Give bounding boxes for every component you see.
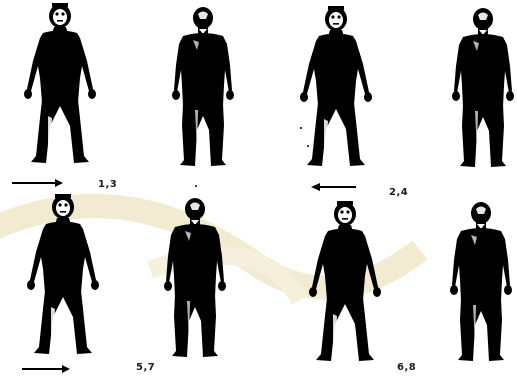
label-6-8: 6,8 xyxy=(397,362,416,373)
arrow-right-icon xyxy=(12,179,63,187)
figure-back-1 xyxy=(172,7,234,166)
arrow-left-icon xyxy=(311,183,356,191)
label-2-4: 2,4 xyxy=(389,187,408,198)
figure-front-1 xyxy=(24,3,96,163)
label-1-3: 1,3 xyxy=(98,179,117,190)
figure-back-2 xyxy=(452,8,514,167)
label-5-7: 5,7 xyxy=(136,362,155,373)
speck xyxy=(195,185,197,187)
figure-front-2 xyxy=(300,6,372,166)
figure-back-4 xyxy=(450,202,512,361)
speck xyxy=(307,145,309,147)
speck xyxy=(300,127,302,129)
arrow-right-icon xyxy=(22,365,70,373)
